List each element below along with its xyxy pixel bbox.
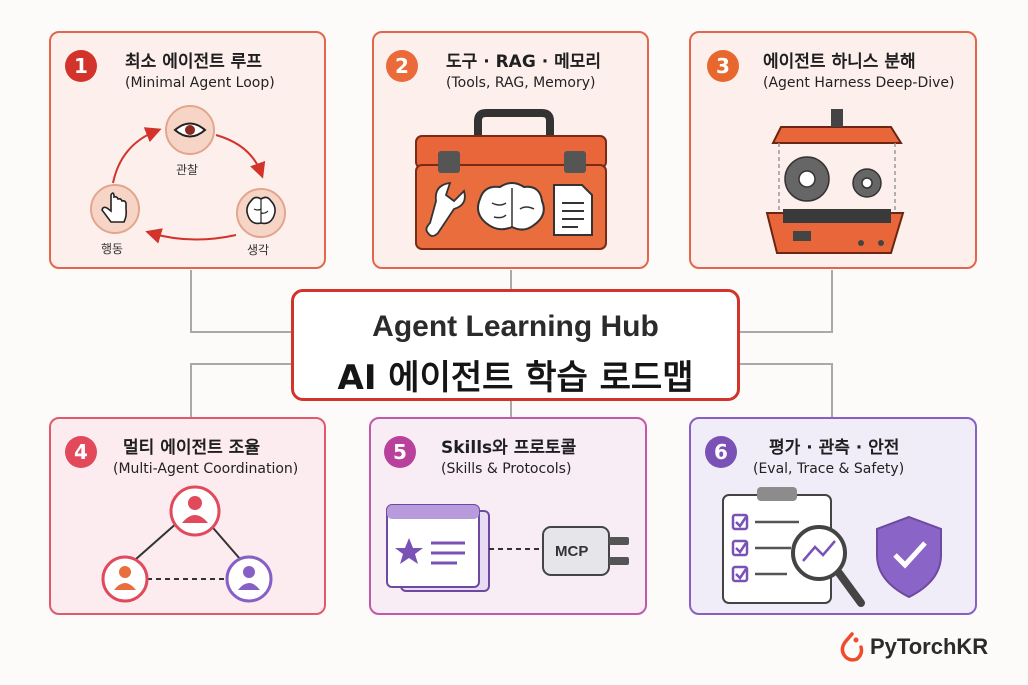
card-subtitle: (Tools, RAG, Memory) — [446, 75, 596, 91]
agent-loop-diagram — [90, 105, 286, 244]
toolbox-illustration — [415, 109, 607, 250]
step-number-badge: 2 — [386, 50, 418, 82]
shield-check-icon — [876, 515, 942, 599]
step-number-badge: 3 — [707, 50, 739, 82]
card-subtitle: (Eval, Trace & Safety) — [753, 461, 905, 477]
star-icon — [395, 538, 423, 564]
card-title: 도구 · RAG · 메모리 — [446, 52, 601, 72]
hand-pointer-icon — [90, 184, 140, 234]
user-icon — [101, 555, 149, 603]
card-subtitle: (Minimal Agent Loop) — [125, 75, 275, 91]
card-title: 평가 · 관측 · 안전 — [769, 438, 900, 458]
card-tools-rag-memory: 2 도구 · RAG · 메모리 (Tools, RAG, Memory) — [372, 31, 649, 269]
brain-icon — [477, 182, 545, 231]
card-minimal-agent-loop: 1 최소 에이전트 루프 (Minimal Agent Loop) — [49, 31, 326, 269]
user-icon — [225, 555, 273, 603]
eye-icon — [165, 105, 215, 155]
gear-icon — [784, 156, 882, 202]
card-title: 멀티 에이전트 조율 — [123, 438, 260, 458]
multi-agent-diagram — [101, 485, 273, 603]
pytorch-flame-icon — [840, 632, 864, 662]
center-hub: Agent Learning Hub AI 에이전트 학습 로드맵 — [291, 289, 740, 401]
mcp-label: MCP — [555, 543, 589, 560]
eval-illustration — [722, 487, 942, 607]
plug-icon — [542, 526, 629, 576]
card-multi-agent: 4 멀티 에이전트 조율 (Multi-Agent Coordination) — [49, 417, 326, 615]
card-subtitle: (Skills & Protocols) — [441, 461, 572, 477]
document-icon — [553, 184, 593, 236]
card-subtitle: (Agent Harness Deep-Dive) — [763, 75, 955, 91]
card-title: 에이전트 하니스 분해 — [763, 52, 916, 72]
card-eval-trace-safety: 6 평가 · 관측 · 안전 (Eval, Trace & Safety) — [689, 417, 977, 615]
label-think: 생각 — [247, 243, 270, 257]
magnifier-icon — [791, 525, 865, 607]
step-number-badge: 5 — [384, 436, 416, 468]
card-subtitle: (Multi-Agent Coordination) — [113, 461, 299, 477]
label-observe: 관찰 — [176, 163, 199, 177]
card-skills-protocols: 5 Skills와 프로토콜 (Skills & Protocols) MCP — [369, 417, 647, 615]
step-number-badge: 1 — [65, 50, 97, 82]
card-title: 최소 에이전트 루프 — [125, 52, 262, 72]
brand-name: PyTorchKR — [870, 634, 989, 659]
harness-illustration — [765, 109, 905, 254]
hub-subtitle-korean: AI 에이전트 학습 로드맵 — [337, 358, 694, 398]
brand-logo: PyTorchKR — [838, 632, 988, 662]
user-icon — [169, 485, 221, 537]
brain-icon — [236, 188, 286, 238]
hub-title: Agent Learning Hub — [372, 310, 659, 343]
skills-protocol-diagram — [386, 504, 629, 592]
card-title: Skills와 프로토콜 — [441, 438, 577, 458]
label-act: 행동 — [101, 242, 124, 256]
card-agent-harness: 3 에이전트 하니스 분해 (Agent Harness Deep-Dive) — [689, 31, 977, 269]
step-number-badge: 4 — [65, 436, 97, 468]
step-number-badge: 6 — [705, 436, 737, 468]
wrench-icon — [425, 181, 466, 237]
